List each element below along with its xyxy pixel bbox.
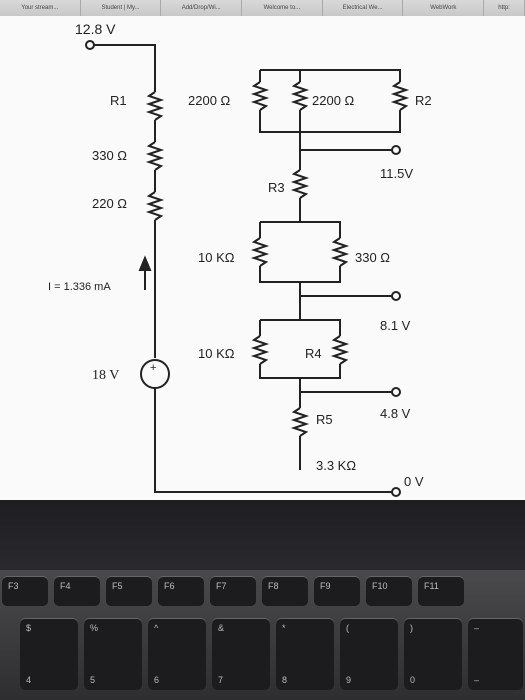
- label-r2: R2: [415, 93, 432, 108]
- key-7[interactable]: &7: [212, 618, 270, 690]
- resistor-2200-a: [250, 81, 270, 111]
- key-5[interactable]: %5: [84, 618, 142, 690]
- terminal-0v: [391, 487, 401, 497]
- resistor-10k-top: [250, 237, 270, 267]
- label-r1-value: 2200 Ω: [188, 93, 231, 108]
- terminal-4-8v: [391, 387, 401, 397]
- wire-block1-top: [260, 69, 401, 82]
- resistor-10k-bottom: [250, 335, 270, 365]
- key-4[interactable]: $4: [20, 618, 78, 690]
- label-source-voltage: 18 V: [92, 368, 120, 383]
- tab-http[interactable]: http:: [484, 0, 525, 16]
- source-plus-sign: +: [150, 362, 156, 374]
- key-8[interactable]: *8: [276, 618, 334, 690]
- label-8-1v: 8.1 V: [380, 318, 411, 333]
- key-f4[interactable]: F4: [54, 576, 100, 606]
- key-9[interactable]: (9: [340, 618, 398, 690]
- resistor-r1: [145, 91, 165, 121]
- wire-top-left: [94, 44, 156, 92]
- tab-add-drop[interactable]: Add/Drop/Wi...: [161, 0, 243, 16]
- laptop-keyboard: F3 F4 F5 F6 F7 F8 F9 F10 F11 $4 %5 ^6 &7…: [0, 570, 525, 700]
- label-r3: R3: [268, 180, 285, 195]
- label-11-5v: 11.5V: [380, 166, 414, 181]
- resistor-220: [145, 191, 165, 221]
- key-f8[interactable]: F8: [262, 576, 308, 606]
- label-r5: R5: [316, 412, 333, 427]
- key-f9[interactable]: F9: [314, 576, 360, 606]
- label-4-8v: 4.8 V: [380, 406, 411, 421]
- resistor-330: [145, 141, 165, 171]
- label-330-right: 330 Ω: [355, 250, 391, 265]
- tab-webwork[interactable]: WebWork: [403, 0, 485, 16]
- label-330-left: 330 Ω: [92, 148, 128, 163]
- label-220-left: 220 Ω: [92, 196, 128, 211]
- resistor-r3: [290, 169, 310, 199]
- terminal-top: [85, 40, 95, 50]
- tab-your-stream[interactable]: Your stream...: [0, 0, 81, 16]
- tab-electrical[interactable]: Electrical We...: [323, 0, 404, 16]
- resistor-r4: [330, 335, 350, 365]
- key-f7[interactable]: F7: [210, 576, 256, 606]
- key-minus[interactable]: ––: [468, 618, 523, 690]
- label-current: I = 1.336 mA: [48, 281, 111, 293]
- laptop-bezel: [0, 500, 525, 570]
- label-r4: R4: [305, 346, 322, 361]
- label-10k-bottom: 10 KΩ: [198, 346, 235, 361]
- resistor-330-b: [330, 237, 350, 267]
- circuit-page: + 12.8 V R1 2200 Ω 2200 Ω R2 330 Ω 220 Ω…: [0, 16, 525, 500]
- resistor-2200-b: [290, 81, 310, 111]
- label-10k-top: 10 KΩ: [198, 250, 235, 265]
- key-f5[interactable]: F5: [106, 576, 152, 606]
- terminal-11-5v: [391, 145, 401, 155]
- label-0v: 0 V: [404, 474, 424, 489]
- browser-tab-bar: Your stream... Student | My... Add/Drop/…: [0, 0, 525, 17]
- label-r5-value: 3.3 KΩ: [316, 458, 357, 473]
- resistor-r5: [290, 407, 310, 437]
- circuit-diagram: +: [85, 40, 410, 497]
- key-f11[interactable]: F11: [418, 576, 464, 606]
- key-f6[interactable]: F6: [158, 576, 204, 606]
- label-top-voltage: 12.8 V: [75, 21, 116, 37]
- label-r2-value: 2200 Ω: [312, 93, 355, 108]
- key-0[interactable]: )0: [404, 618, 462, 690]
- key-f10[interactable]: F10: [366, 576, 412, 606]
- terminal-8-1v: [391, 291, 401, 301]
- resistor-r2: [390, 81, 410, 111]
- tab-student[interactable]: Student | My...: [81, 0, 162, 16]
- key-f3[interactable]: F3: [2, 576, 48, 606]
- tab-welcome[interactable]: Welcome to...: [242, 0, 323, 16]
- label-r1: R1: [110, 93, 127, 108]
- key-6[interactable]: ^6: [148, 618, 206, 690]
